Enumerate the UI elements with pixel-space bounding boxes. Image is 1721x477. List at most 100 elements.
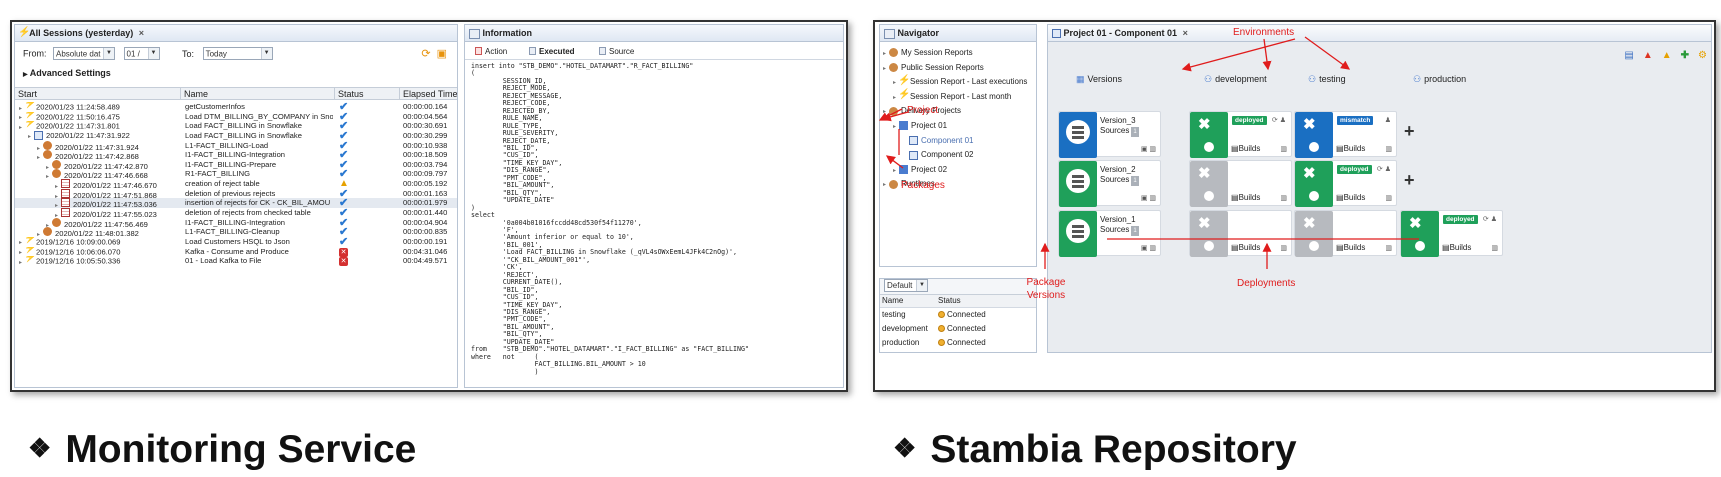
env-column-name[interactable]: Name <box>882 296 904 305</box>
tree-item[interactable]: ▸Session Report - Last executions <box>883 74 1027 90</box>
expand-icon[interactable]: ▸ <box>883 65 887 72</box>
version-name[interactable]: Version_1 <box>1100 215 1136 224</box>
refresh-icon[interactable]: ♟ <box>1384 117 1391 124</box>
tree-item[interactable]: ▸Project 02 <box>883 163 1027 178</box>
refresh-icon[interactable]: ⟳ ♟ <box>1482 216 1497 223</box>
expand-icon[interactable]: ▸ <box>883 182 887 189</box>
tree-item[interactable]: Component 02 <box>883 148 1027 163</box>
expand-icon[interactable]: ▸ <box>37 232 41 239</box>
information-tab[interactable]: Information <box>465 25 843 42</box>
builds-link[interactable]: ▤Builds <box>1336 144 1365 153</box>
expand-icon[interactable]: ▸ <box>893 123 897 130</box>
expand-icon[interactable]: ▸ <box>46 174 50 181</box>
tree-item[interactable]: ▸Project 01 <box>883 119 1027 134</box>
trash-icon[interactable]: ▥ <box>1491 245 1498 252</box>
tab-action[interactable]: Action <box>475 47 507 56</box>
trash-icon[interactable]: ▥ <box>1385 146 1392 153</box>
expand-icon[interactable]: ▸ <box>893 94 897 101</box>
column-elapsed[interactable]: Elapsed Time <box>403 89 458 99</box>
close-icon[interactable]: × <box>138 28 144 38</box>
expand-icon[interactable]: ▸ <box>55 193 59 200</box>
sessions-tab[interactable]: All Sessions (yesterday) × <box>15 25 457 42</box>
tab-executed[interactable]: Executed <box>529 47 575 56</box>
add-deployment-button[interactable]: + <box>1404 121 1415 141</box>
refresh-icon[interactable]: ⟳ ♟ <box>1271 117 1286 124</box>
navigator-tab[interactable]: Navigator <box>880 25 1036 42</box>
deployment-card[interactable]: ✖▤Builds▥ <box>1189 210 1292 257</box>
copy-icon[interactable]: ▣ <box>1140 245 1150 252</box>
tree-item[interactable]: ▸Runtimes <box>883 177 1027 192</box>
expand-icon[interactable]: ▸ <box>19 240 23 247</box>
trash-icon[interactable]: ▥ <box>1149 245 1156 252</box>
version-name[interactable]: Version_3 <box>1100 116 1136 125</box>
expand-icon[interactable]: ▸ <box>46 222 50 229</box>
builds-link[interactable]: ▤Builds <box>1442 243 1471 252</box>
from-day-select[interactable]: 01 /▼ <box>123 47 160 60</box>
expand-icon[interactable]: ▸ <box>19 105 23 112</box>
expand-icon[interactable]: ▸ <box>19 124 23 131</box>
deployment-card[interactable]: ✖deployed⟳ ♟▤Builds▥ <box>1400 210 1503 257</box>
warning-icon[interactable]: ▲ <box>1661 50 1672 61</box>
expand-icon[interactable]: ▸ <box>893 80 897 87</box>
trash-icon[interactable]: ▥ <box>1149 146 1156 153</box>
trash-icon[interactable]: ▥ <box>1385 195 1392 202</box>
trash-icon[interactable]: ▥ <box>1280 146 1287 153</box>
expand-icon[interactable]: ▸ <box>55 213 59 220</box>
from-mode-select[interactable]: Absolute dat▼ <box>53 47 116 60</box>
builds-link[interactable]: ▤Builds <box>1336 243 1365 252</box>
refresh-icon[interactable]: ⟳ ♟ <box>1376 166 1391 173</box>
tree-item[interactable]: ▸Session Report - Last month <box>883 88 1027 105</box>
expand-icon[interactable]: ▸ <box>37 155 41 162</box>
deploy-icon[interactable]: ▤ <box>1624 50 1634 61</box>
expand-icon[interactable]: ▸ <box>55 184 59 191</box>
export-icon[interactable]: ▣ <box>436 48 447 60</box>
trash-icon[interactable]: ▥ <box>1280 245 1287 252</box>
env-column-status[interactable]: Status <box>938 296 961 305</box>
expand-icon[interactable]: ▸ <box>46 164 50 171</box>
environment-select[interactable]: Default▼ <box>884 279 928 292</box>
copy-icon[interactable]: ▣ <box>1140 146 1150 153</box>
expand-icon[interactable]: ▸ <box>19 115 23 122</box>
trash-icon[interactable]: ▥ <box>1149 195 1156 202</box>
deployment-card[interactable]: ✖deployed⟳ ♟▤Builds▥ <box>1189 111 1292 158</box>
tab-source[interactable]: Source <box>599 47 634 56</box>
deployment-card[interactable]: ✖mismatch♟▤Builds▥ <box>1294 111 1397 158</box>
settings-icon[interactable]: ⚙ <box>1698 50 1707 61</box>
deployment-card[interactable]: ✖deployed⟳ ♟▤Builds▥ <box>1294 160 1397 207</box>
trash-icon[interactable]: ▥ <box>1385 245 1392 252</box>
add-icon[interactable]: ✚ <box>1680 50 1690 61</box>
tree-item[interactable]: ▸Public Session Reports <box>883 61 1027 76</box>
tree-item[interactable]: Component 01 <box>883 134 1027 149</box>
expand-icon[interactable]: ▸ <box>883 109 887 116</box>
expand-icon[interactable]: ▸ <box>37 145 41 152</box>
environment-selector[interactable]: Default▼ <box>880 279 1036 295</box>
tree-item[interactable]: ▸My Session Reports <box>883 46 1027 61</box>
project-tab[interactable]: Project 01 - Component 01 × <box>1048 25 1711 42</box>
builds-link[interactable]: ▤Builds <box>1231 144 1260 153</box>
column-name[interactable]: Name <box>181 88 335 100</box>
copy-icon[interactable]: ▣ <box>1140 195 1150 202</box>
close-icon[interactable]: × <box>1182 28 1188 38</box>
refresh-icon[interactable]: ⟳ <box>421 48 431 60</box>
expand-icon[interactable]: ▸ <box>893 167 897 174</box>
to-select[interactable]: Today▼ <box>202 47 273 60</box>
builds-link[interactable]: ▤Builds <box>1231 193 1260 202</box>
